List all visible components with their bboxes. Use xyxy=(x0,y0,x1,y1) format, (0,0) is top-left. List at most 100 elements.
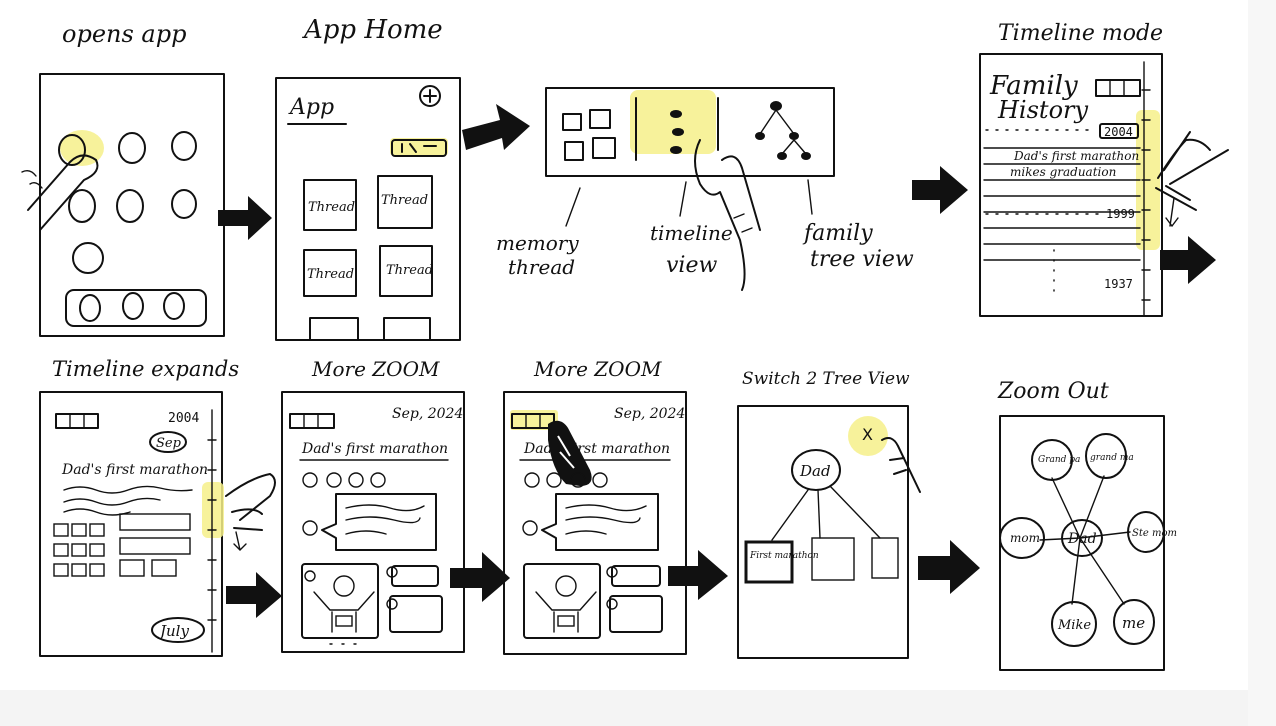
tree-node xyxy=(871,537,899,579)
family-node xyxy=(1127,511,1165,553)
view-options-menu xyxy=(545,87,835,291)
phone-timeline-mode: Family History 2004 Dad's first marathon… xyxy=(979,53,1163,317)
people-avatars xyxy=(302,472,386,488)
media-thumbnails xyxy=(53,513,191,577)
flow-arrow-icon xyxy=(226,572,282,618)
label-timeline-view-line1: timeline xyxy=(650,221,733,245)
thread-card-label: Thread xyxy=(308,200,355,215)
flow-arrow-icon xyxy=(1160,236,1216,284)
flow-arrow-icon xyxy=(218,196,272,240)
view-toggle-icon xyxy=(289,413,335,429)
family-node xyxy=(1113,599,1155,645)
year-marker: 1937 xyxy=(1104,277,1133,291)
flow-arrow-icon xyxy=(462,104,530,150)
step-title-more-zoom-2: More ZOOM xyxy=(533,357,662,381)
flow-arrow-icon xyxy=(918,540,980,594)
family-node-label: Grand pa xyxy=(1038,455,1080,465)
thread-card xyxy=(377,175,433,229)
photo-thumbnail xyxy=(301,563,379,639)
tree-node-root xyxy=(791,449,841,491)
date-label: Sep, 2024 xyxy=(392,406,463,422)
family-node-label: Ste mom xyxy=(1132,528,1177,539)
phone-more-zoom-1: Sep, 2024 Dad's first marathon xyxy=(281,391,465,653)
tree-node xyxy=(811,537,855,581)
phone-app-home: App Thread Thread Thread Thread xyxy=(275,77,461,341)
memory-thread-option-icon xyxy=(562,109,616,161)
step-title-more-zoom-1: More ZOOM xyxy=(311,357,440,381)
finger-icon xyxy=(694,139,761,291)
close-icon: X xyxy=(862,425,873,444)
step-title-timeline-expands: Timeline expands xyxy=(52,357,239,381)
app-label: App xyxy=(288,95,334,120)
phone-home-screen xyxy=(21,73,225,337)
timeline-entry: Dad's first marathon xyxy=(1013,149,1139,163)
tree-node-root-label: Dad xyxy=(799,462,831,480)
thread-card xyxy=(379,245,433,297)
family-node-label: me xyxy=(1122,614,1145,632)
step-title-app-home: App Home xyxy=(302,15,443,45)
entry-title: Dad's first marathon xyxy=(523,441,670,457)
finger-icon xyxy=(27,154,99,231)
comment-card xyxy=(391,565,439,587)
year-badge-label: 2004 xyxy=(1104,125,1133,139)
comment-card xyxy=(611,565,661,587)
month-badge xyxy=(149,431,187,453)
family-node xyxy=(1051,601,1097,647)
pinch-gesture-icon xyxy=(1155,131,1229,211)
family-node xyxy=(1085,433,1127,479)
thread-card xyxy=(303,249,357,297)
timeline-title-line1: Family xyxy=(989,71,1078,101)
tree-node-label: First marathon xyxy=(749,551,819,561)
label-memory-thread-line1: memory xyxy=(496,231,579,255)
phone-tree-switch: X Dad First marathon xyxy=(737,405,921,659)
year-badge xyxy=(1099,123,1139,139)
date-label: Sep, 2024 xyxy=(614,406,685,422)
step-title-zoom-out: Zoom Out xyxy=(997,379,1109,404)
family-tree-option-icon xyxy=(755,101,811,160)
year-label: 2004 xyxy=(168,411,199,426)
bottom-margin-band xyxy=(0,690,1276,726)
family-node-center-label: Dad xyxy=(1067,531,1097,547)
timeline-entry: mikes graduation xyxy=(1010,165,1116,179)
pinch-gesture-icon xyxy=(225,473,276,531)
step-title-opens-app: opens app xyxy=(62,20,186,48)
step-title-switch-tree: Switch 2 Tree View xyxy=(742,369,910,389)
app-icon-grid xyxy=(58,131,197,274)
comment-card xyxy=(389,595,443,633)
comment-card xyxy=(609,595,663,633)
flow-arrow-icon xyxy=(668,550,728,600)
timeline-entry: Dad's first marathon xyxy=(61,462,208,478)
right-margin-band xyxy=(1248,0,1276,726)
add-icon xyxy=(419,85,441,107)
family-node-label: Mike xyxy=(1057,618,1091,633)
family-node-center xyxy=(1061,519,1103,557)
view-toggle-icon xyxy=(391,139,447,157)
timeline-title-line2: History xyxy=(997,96,1088,124)
finger-icon xyxy=(881,437,921,493)
phone-zoom-out: Dad Grand pa grand ma mom Ste mom Mike m… xyxy=(999,415,1177,671)
comment-bubble xyxy=(541,493,659,551)
entry-title: Dad's first marathon xyxy=(301,441,448,457)
month-badge xyxy=(151,617,205,643)
flow-arrow-icon xyxy=(912,166,968,214)
label-family-tree-line1: family xyxy=(802,221,873,246)
app-dock xyxy=(65,289,207,327)
view-toggle-icon xyxy=(55,413,99,429)
phone-more-zoom-2: Sep, 2024 Dad's first marathon xyxy=(503,391,687,655)
step-title-timeline-mode: Timeline mode xyxy=(998,21,1163,46)
label-memory-thread-line2: thread xyxy=(508,255,575,279)
label-family-tree-line2: tree view xyxy=(810,247,914,272)
view-toggle-icon xyxy=(511,413,555,429)
thread-card-label: Thread xyxy=(307,267,354,282)
family-node-label: grand ma xyxy=(1090,453,1134,463)
label-timeline-view-line2: view xyxy=(666,253,717,278)
view-toggle-icon xyxy=(1095,79,1141,97)
comment-bubble xyxy=(321,493,437,551)
family-node-label: mom xyxy=(1010,531,1040,545)
photo-thumbnail xyxy=(523,563,601,639)
thread-card-label: Thread xyxy=(381,193,428,208)
thread-card xyxy=(303,179,357,231)
month-badge-label: July xyxy=(157,622,189,640)
people-avatars xyxy=(524,472,608,488)
